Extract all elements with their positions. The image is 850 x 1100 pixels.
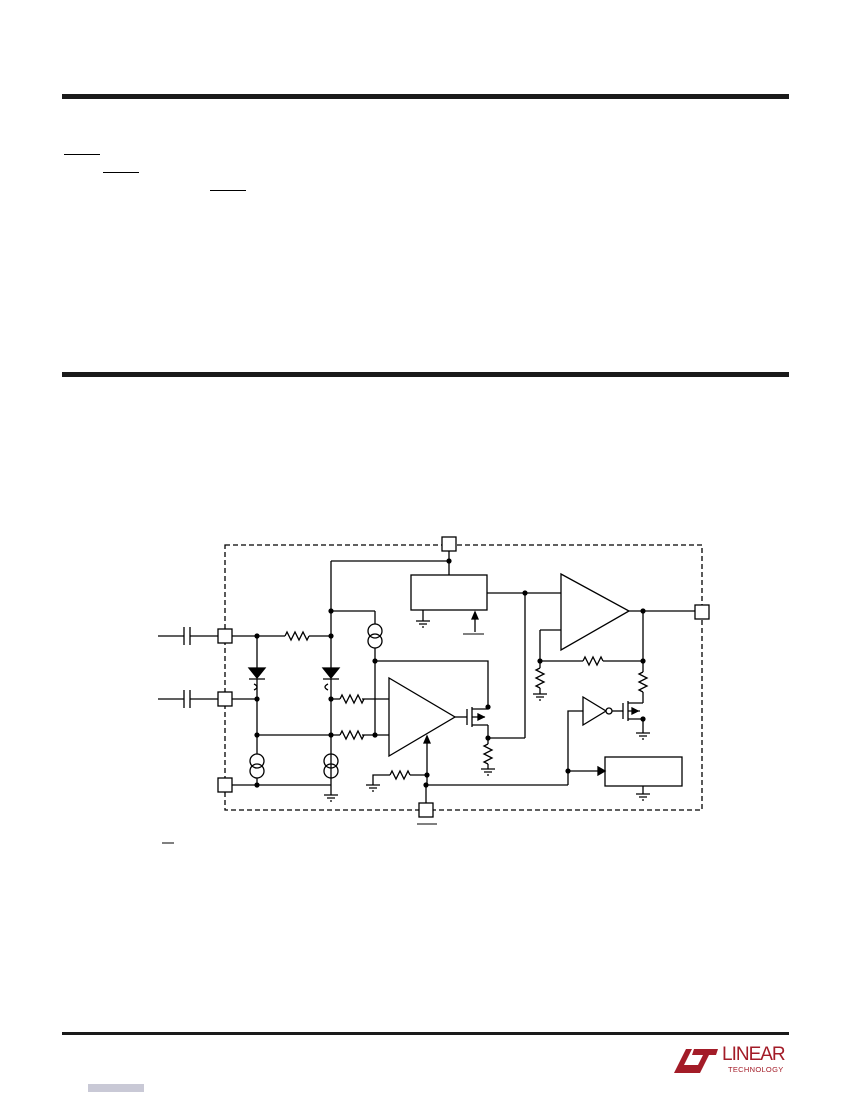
ground-symbol [636,793,650,801]
pin-top [441,536,457,552]
logo-subtitle: TECHNOLOGY [728,1065,784,1074]
overline-mark [64,154,100,155]
pin-in2 [217,691,233,707]
capacitor-in1 [158,627,218,645]
mosfet-middle [466,707,489,738]
overline-mark [103,172,139,173]
resistor-r1 [284,630,310,642]
op-amp-output [560,572,631,652]
mosfet-output [622,701,644,733]
pin-in1 [217,628,233,644]
overline-mark [210,190,246,191]
resistor-r8 [637,671,649,693]
resistor-r7 [534,667,546,689]
current-source-left [249,735,265,785]
ground-symbol [533,693,547,701]
resistor-r3 [339,729,365,741]
lt-mark-icon [674,1049,718,1073]
ground-symbol [481,768,495,776]
capacitor-in2 [158,690,218,708]
control-block [604,756,683,787]
ground-symbol [416,620,430,628]
ground-symbol [636,732,650,740]
resistor-r5 [389,769,411,781]
footer-link[interactable] [88,1084,144,1092]
section-rule [62,372,789,377]
footer-rule [62,1032,789,1035]
op-amp-middle [388,676,457,758]
resistor-r2 [339,693,365,705]
pin-bottom [418,802,434,818]
reference-block [410,574,488,611]
current-source-top [367,611,383,736]
inverter-gate [582,695,608,727]
pin-gnd [217,777,233,793]
resistor-r4 [482,743,494,765]
header-rule-top [62,94,789,99]
chip-boundary [224,544,703,811]
current-source-right [323,753,339,779]
diode-left [247,667,267,735]
resistor-r6 [582,655,604,667]
pin-out [694,604,710,620]
logo-brand: LINEAR [722,1044,786,1065]
ground-symbol [366,784,380,792]
ground-symbol [324,794,338,802]
